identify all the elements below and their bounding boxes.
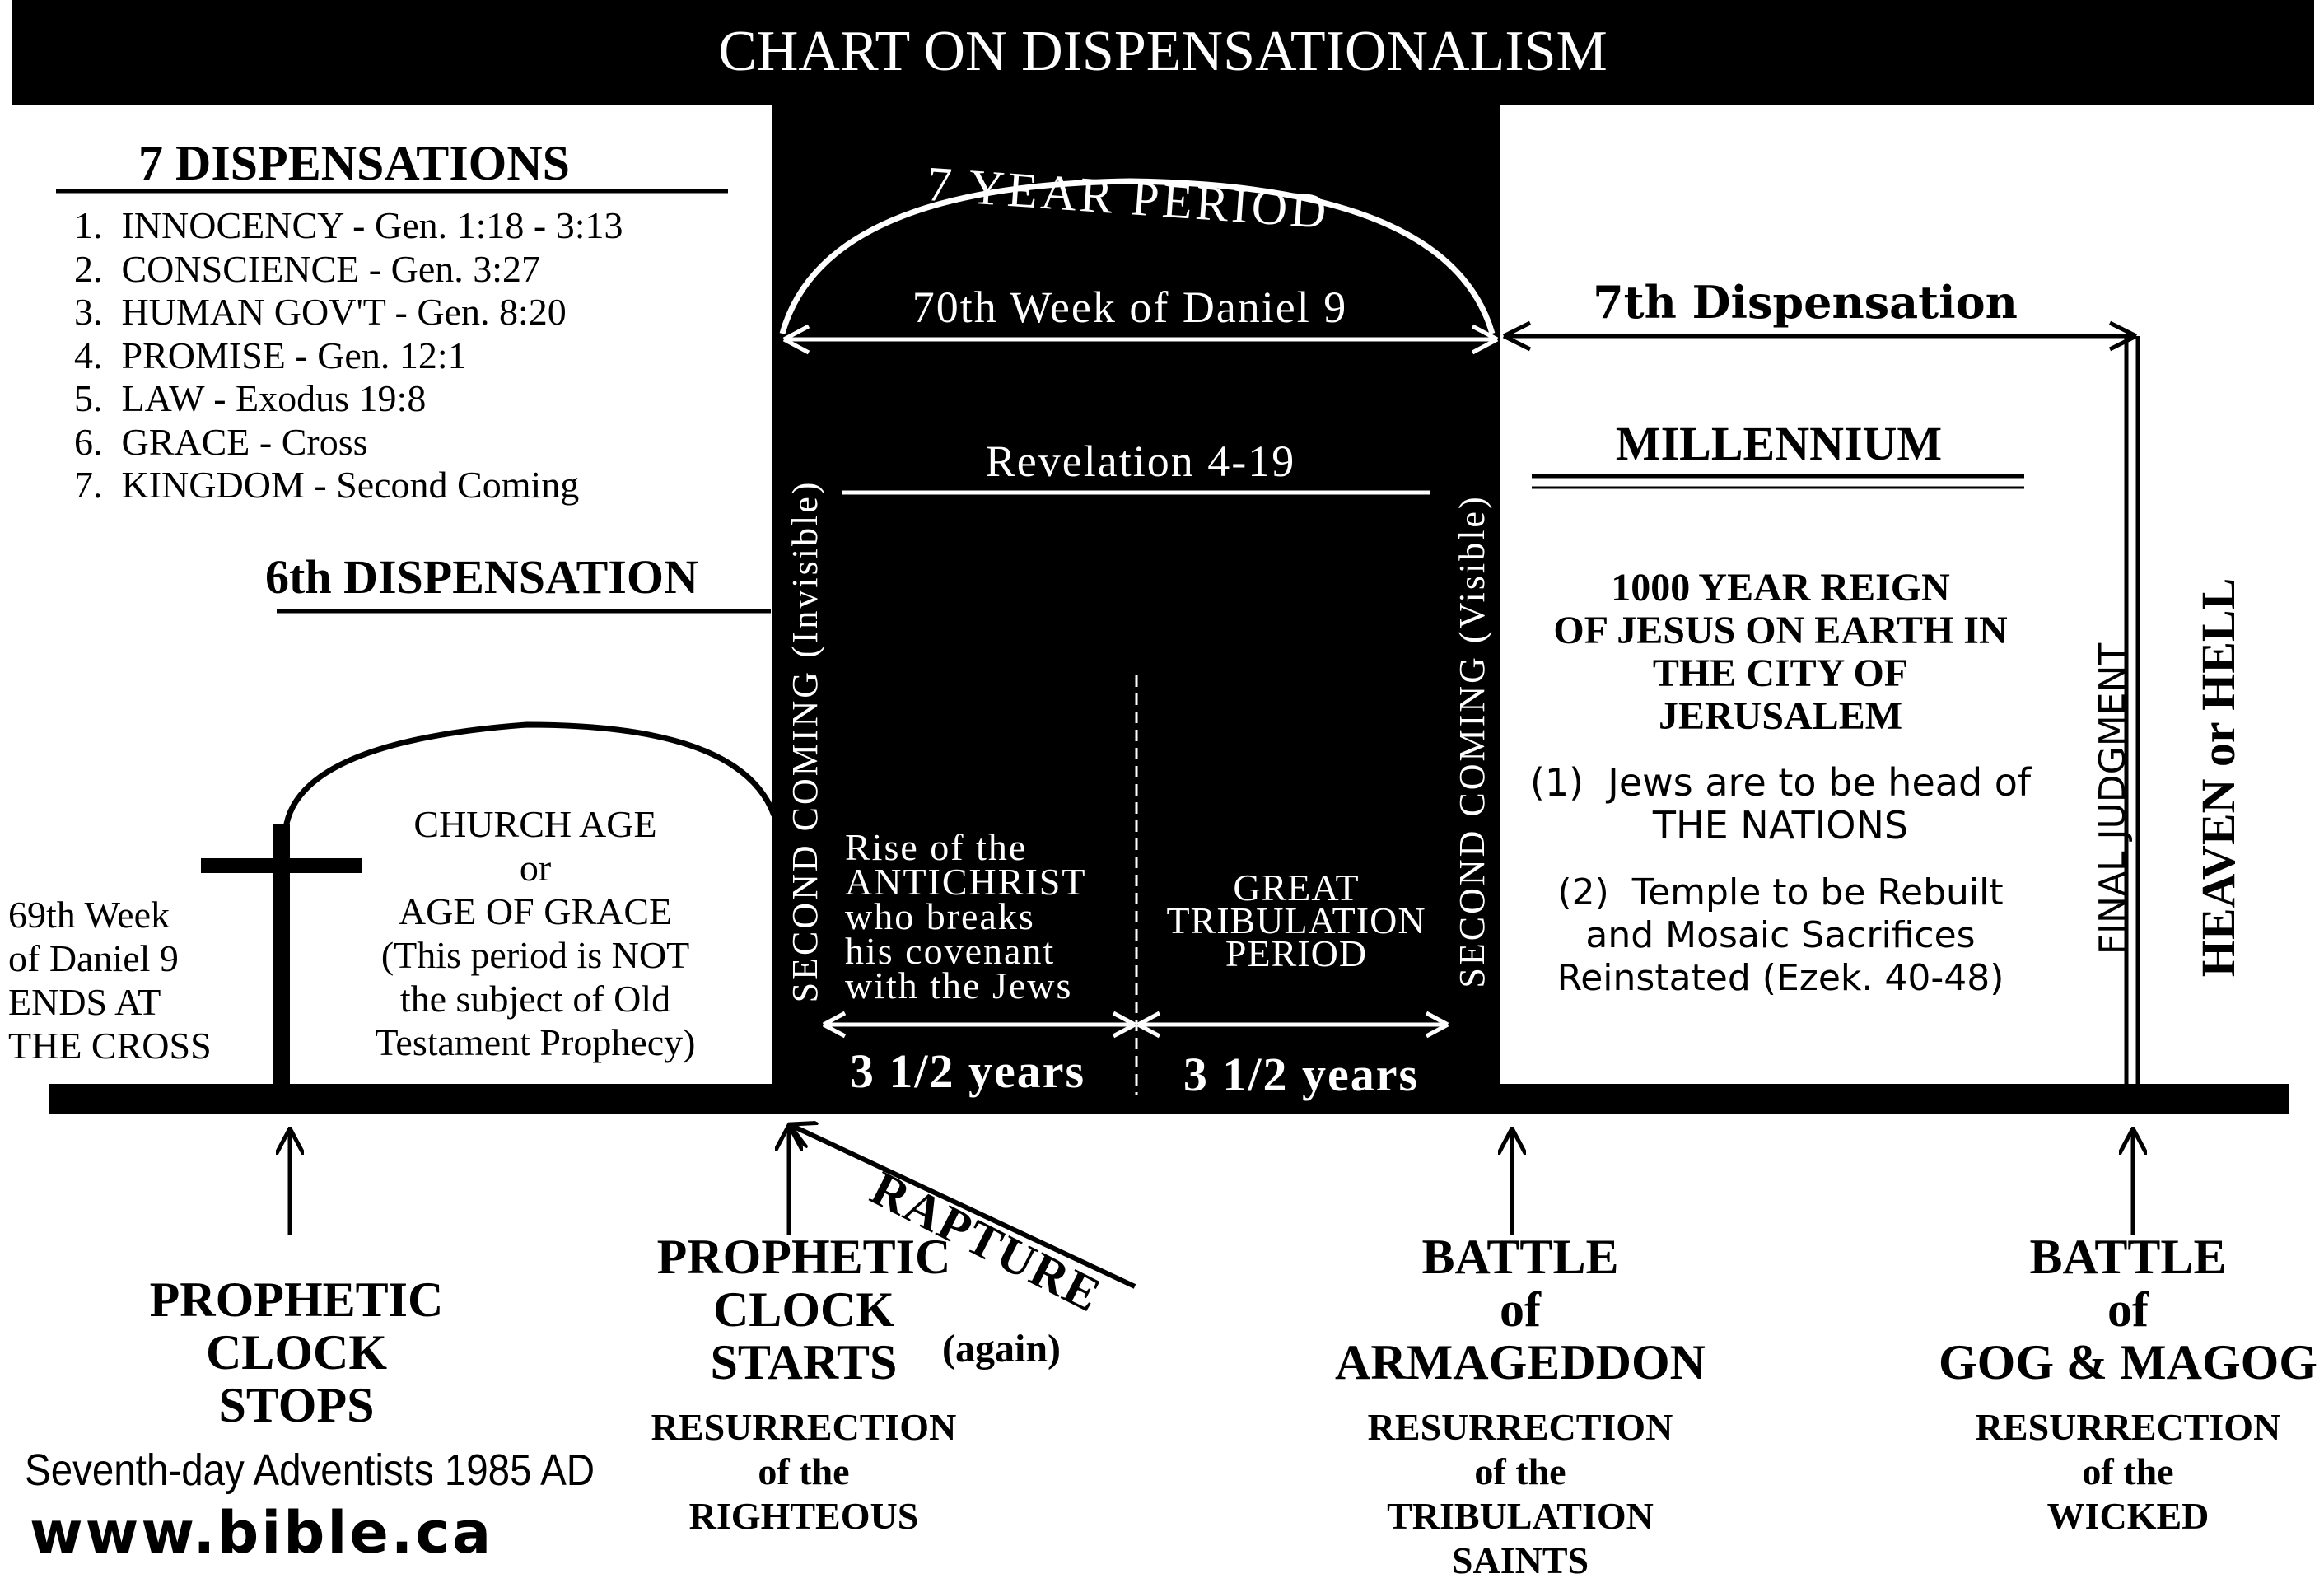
dispensation-item: 6. GRACE - Cross (74, 420, 368, 463)
again-label: (again) (942, 1327, 1061, 1371)
clock-starts: PROPHETIC CLOCK STARTS (656, 1230, 951, 1389)
millennium-point2: (2) Temple to be Rebuilt and Mosaic Sacr… (1556, 871, 2004, 999)
church-age-arch (283, 721, 777, 1095)
clock-stops: PROPHETIC CLOCK STOPS (149, 1272, 444, 1432)
dispensations-heading: 7 DISPENSATIONS (138, 136, 571, 190)
heaven-or-hell: HEAVEN or HELL (2191, 577, 2245, 978)
dispensation-item: 5. LAW - Exodus 19:8 (74, 377, 427, 419)
millennium-heading: MILLENNIUM (1615, 417, 1943, 470)
chart-title: CHART ON DISPENSATIONALISM (718, 20, 1608, 83)
resurrection-tribulation: RESURRECTION of the TRIBULATION SAINTS (1367, 1406, 1673, 1581)
second-coming-invisible: SECOND COMING (Invisible) (785, 479, 825, 1003)
seven-year-arc (779, 178, 1496, 334)
seventh-dispensation: 7th Dispensation (1593, 276, 2018, 329)
resurrection-wicked: RESURRECTION of the WICKED (1975, 1406, 2281, 1537)
rapture-arrow (791, 1125, 1136, 1289)
second-coming-visible: SECOND COMING (Visible) (1452, 494, 1492, 988)
half-left-label: 3 1/2 years (849, 1044, 1086, 1098)
millennium-point1: (1) Jews are to be head of THE NATIONS (1529, 760, 2032, 848)
week70-label: 70th Week of Daniel 9 (912, 283, 1348, 332)
dispensation-item: 7. KINGDOM - Second Coming (74, 464, 580, 506)
sixth-dispensation: 6th DISPENSATION (265, 550, 698, 604)
dispensation-item: 1. INNOCENCY - Gen. 1:18 - 3:13 (74, 204, 623, 246)
dispensation-item: 2. CONSCIENCE - Gen. 3:27 (74, 247, 541, 290)
half-right-label: 3 1/2 years (1183, 1048, 1420, 1101)
cross-horizontal (201, 858, 362, 873)
timeline-bar (49, 1084, 2289, 1114)
footer-credit: Seventh-day Adventists 1985 AD (25, 1445, 595, 1495)
dispensation-item: 3. HUMAN GOV'T - Gen. 8:20 (74, 291, 567, 333)
week69-text: 69th Week of Daniel 9 ENDS AT THE CROSS (8, 894, 212, 1067)
great-tribulation-text: GREAT TRIBULATION PERIOD (1166, 866, 1426, 974)
cross-vertical (273, 824, 290, 1095)
church-age-text: CHURCH AGE or AGE OF GRACE (This period … (375, 803, 696, 1063)
revelation-label: Revelation 4-19 (985, 437, 1296, 486)
dispensation-item: 4. PROMISE - Gen. 12:1 (74, 334, 467, 376)
seven-year-block (772, 99, 1500, 1114)
millennium-reign: 1000 YEAR REIGN OF JESUS ON EARTH IN THE… (1553, 566, 2008, 738)
antichrist-text: Rise of the ANTICHRIST who breaks his co… (845, 826, 1087, 1006)
final-judgment: FINAL JUDGMENT (2092, 642, 2134, 955)
dispensations-list: 1. INNOCENCY - Gen. 1:18 - 3:13 2. CONSC… (74, 204, 623, 507)
title-bar (12, 0, 2314, 105)
battle-armageddon: BATTLE of ARMAGEDDON (1335, 1230, 1706, 1389)
battle-gog-magog: BATTLE of GOG & MAGOG (1939, 1230, 2317, 1389)
resurrection-righteous: RESURRECTION of the RIGHTEOUS (651, 1406, 957, 1537)
footer-url[interactable]: www.bible.ca (30, 1499, 494, 1567)
